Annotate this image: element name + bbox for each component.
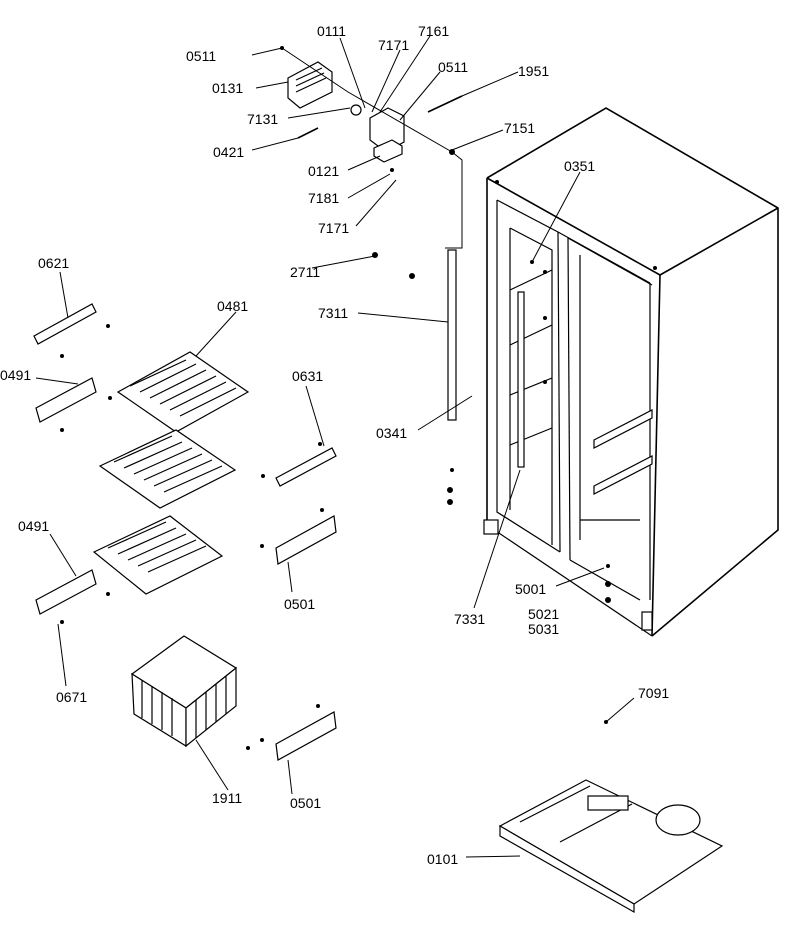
label-7311: 7311 <box>318 305 348 321</box>
leader-lines <box>35 35 635 858</box>
shelf-middle <box>98 429 237 509</box>
label-0621: 0621 <box>38 255 69 271</box>
label-7091: 7091 <box>638 685 669 701</box>
label-7151: 7151 <box>504 120 535 136</box>
label-0481: 0481 <box>217 298 248 314</box>
rail-0621 <box>33 303 97 345</box>
label-0101: 0101 <box>427 851 458 867</box>
label-0421: 0421 <box>213 144 244 160</box>
rail-0491-lower <box>35 569 97 615</box>
compressor-base <box>498 779 724 914</box>
rail-0491-upper <box>35 377 97 423</box>
label-0511: 0511 <box>438 59 468 75</box>
label-0351: 0351 <box>564 158 595 174</box>
label-0671: 0671 <box>56 689 87 705</box>
label-0121: 0121 <box>308 163 339 179</box>
label-7161: 7161 <box>418 23 449 39</box>
rail-0501-upper <box>275 515 337 565</box>
part-labels: 0511 0111 7171 7161 0511 1951 0131 7131 … <box>0 23 669 867</box>
refrigerator-cabinet <box>483 107 779 637</box>
label-0491: 0491 <box>0 367 31 383</box>
label-2711: 2711 <box>290 264 320 280</box>
label-0111: 0111 <box>317 23 346 39</box>
label-0501: 0501 <box>290 795 321 811</box>
label-7171: 7171 <box>318 220 349 236</box>
label-1951: 1951 <box>518 63 549 79</box>
label-1911: 1911 <box>212 790 242 806</box>
label-0341: 0341 <box>376 425 407 441</box>
shelf-lower <box>92 515 224 595</box>
misc-screws <box>60 249 611 750</box>
label-0131: 0131 <box>212 80 243 96</box>
label-0491: 0491 <box>18 518 49 534</box>
rail-0631 <box>275 447 337 487</box>
label-5021: 5021 <box>528 606 559 622</box>
label-7181: 7181 <box>308 190 339 206</box>
rail-0501-lower <box>275 711 337 761</box>
label-7131: 7131 <box>247 111 278 127</box>
label-5001: 5001 <box>515 581 546 597</box>
label-5031: 5031 <box>528 621 559 637</box>
label-7331: 7331 <box>454 611 485 627</box>
label-7171: 7171 <box>378 37 409 53</box>
label-0631: 0631 <box>292 368 323 384</box>
fan-assembly <box>280 46 463 279</box>
label-0501: 0501 <box>284 596 315 612</box>
label-0511: 0511 <box>186 48 216 64</box>
shelf-0481 <box>116 351 250 433</box>
wire-basket <box>130 635 238 748</box>
